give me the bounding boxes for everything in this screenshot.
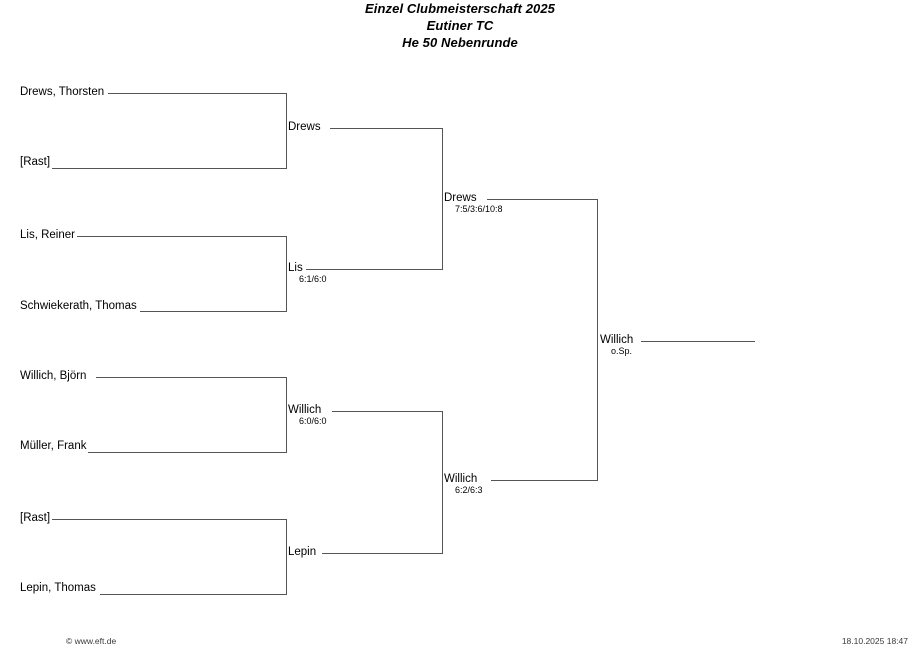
bracket-slot-r2-4: Lepin [288, 546, 316, 558]
bracket-line-r2-4 [322, 553, 443, 554]
player-name: [Rast] [20, 512, 51, 524]
player-name: Drews [288, 121, 321, 133]
bracket-slot-r1-8: Lepin, Thomas [20, 582, 96, 594]
bracket-slot-r2-2: Lis 6:1/6:0 [288, 262, 327, 285]
footer-timestamp: 18.10.2025 18:47 [841, 636, 908, 646]
bracket-line-r1-2 [52, 168, 287, 169]
player-name: Willich [600, 334, 634, 346]
bracket-slot-sf-2: Willich 6:2/6:3 [444, 473, 483, 496]
bracket-line-r1-7 [52, 519, 287, 520]
bracket-line-r1-4 [140, 311, 287, 312]
player-name: Willich [444, 473, 478, 485]
bracket-slot-r1-4: Schwiekerath, Thomas [20, 300, 137, 312]
tournament-title: Einzel Clubmeisterschaft 2025 [364, 1, 556, 16]
match-score: 7:5/3:6/10:8 [455, 204, 503, 214]
player-name: Lepin [288, 546, 317, 558]
bracket-connector-r1-2 [286, 236, 287, 312]
bracket-slot-r2-1: Drews [288, 121, 321, 133]
bracket-line-r1-3 [77, 236, 287, 237]
bracket-line-r1-8 [100, 594, 287, 595]
bracket-slot-r1-5: Willich, Björn [20, 370, 86, 382]
match-score: 6:1/6:0 [299, 274, 327, 284]
player-name: Drews [444, 192, 477, 204]
bracket-line-sf-1 [487, 199, 598, 200]
player-name: Willich [288, 404, 322, 416]
player-name: Willich, Björn [20, 370, 87, 382]
bracket-slot-winner: Willich o.Sp. [600, 334, 633, 357]
bracket-slot-r2-3: Willich 6:0/6:0 [288, 404, 327, 427]
match-score: o.Sp. [611, 346, 633, 356]
bracket-line-winner [641, 341, 755, 342]
player-name: Drews, Thorsten [20, 86, 105, 98]
bracket-line-r2-1 [330, 128, 443, 129]
bracket-slot-r1-6: Müller, Frank [20, 440, 86, 452]
player-name: Lis [288, 262, 303, 274]
bracket-slot-r1-1: Drews, Thorsten [20, 86, 104, 98]
bracket-line-sf-2 [491, 480, 598, 481]
footer-copyright: © www.eft.de [66, 636, 117, 646]
bracket-slot-r1-3: Lis, Reiner [20, 229, 75, 241]
bracket-slot-sf-1: Drews 7:5/3:6/10:8 [444, 192, 503, 215]
player-name: Müller, Frank [20, 440, 87, 452]
tournament-header: Einzel Clubmeisterschaft 2025 Eutiner TC… [0, 0, 920, 51]
bracket-connector-r2-1 [442, 128, 443, 269]
bracket-connector-r1-4 [286, 519, 287, 595]
bracket-slot-r1-2: [Rast] [20, 156, 50, 168]
bracket-line-r2-3 [332, 411, 443, 412]
tournament-draw-name: He 50 Nebenrunde [402, 35, 518, 50]
player-name: Lis, Reiner [20, 229, 75, 241]
match-score: 6:2/6:3 [455, 485, 483, 495]
match-score: 6:0/6:0 [299, 416, 327, 426]
tournament-club: Eutiner TC [426, 18, 494, 33]
bracket-connector-final [597, 199, 598, 481]
bracket-line-r1-5 [96, 377, 287, 378]
player-name: [Rast] [20, 156, 51, 168]
player-name: Lepin, Thomas [20, 582, 96, 594]
bracket-connector-r1-1 [286, 93, 287, 169]
bracket-connector-r2-2 [442, 411, 443, 553]
player-name: Schwiekerath, Thomas [20, 300, 137, 312]
bracket-connector-r1-3 [286, 377, 287, 453]
bracket-line-r1-6 [88, 452, 287, 453]
bracket-line-r2-2 [306, 269, 443, 270]
bracket-slot-r1-7: [Rast] [20, 512, 50, 524]
bracket-line-r1-1 [108, 93, 287, 94]
